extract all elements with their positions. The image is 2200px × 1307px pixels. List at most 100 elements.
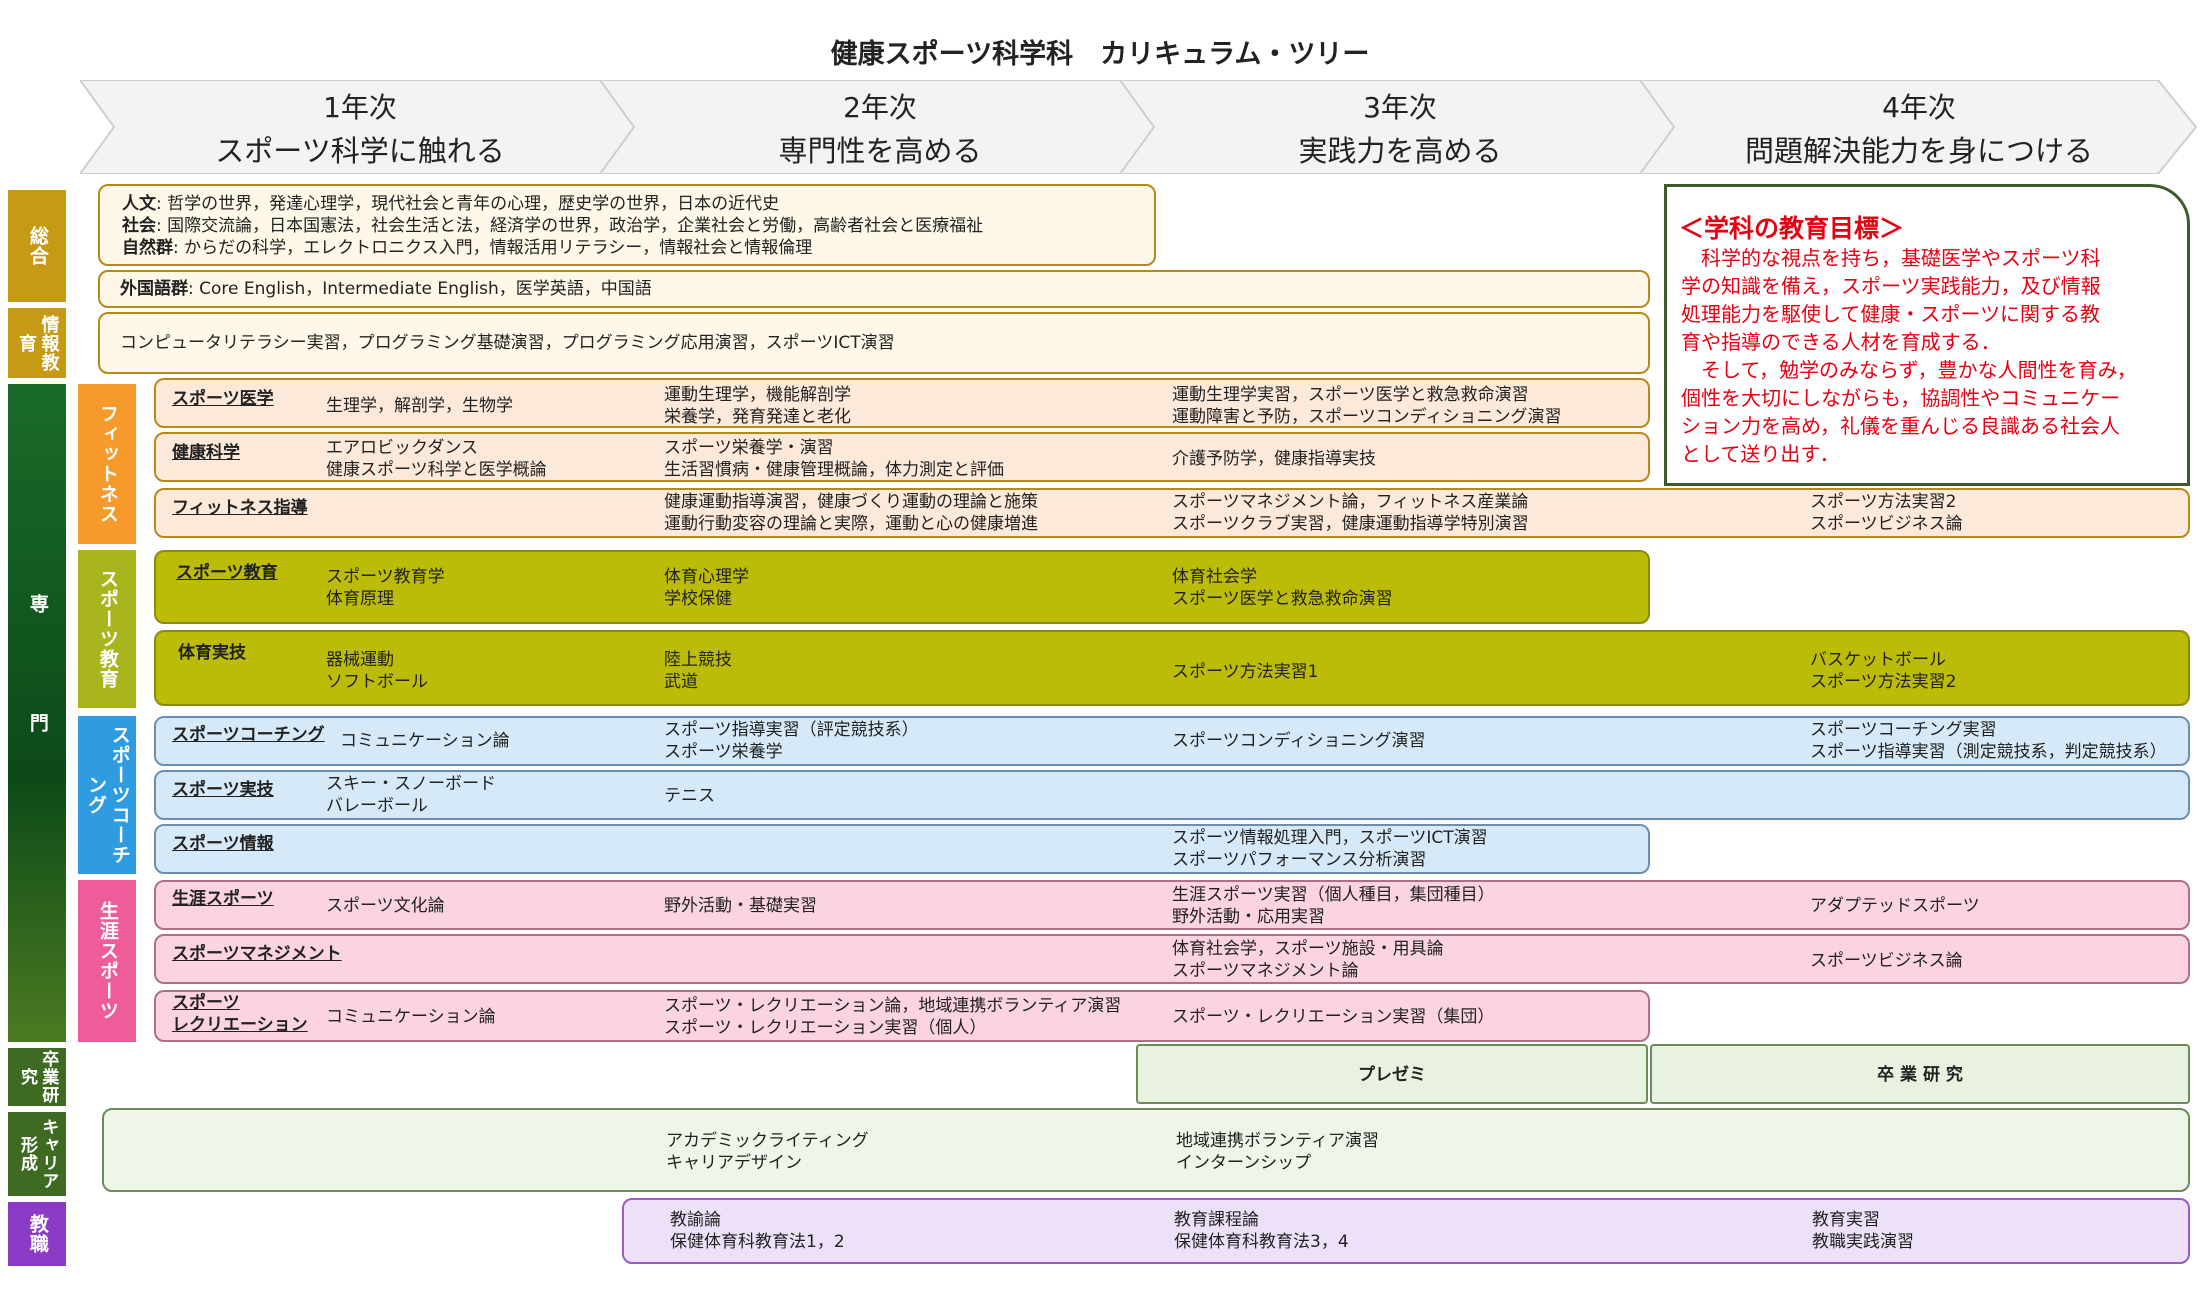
social-head: 社会 [122, 216, 156, 236]
course-text: スポーツ・レクリエーション実習（集団） [1172, 1007, 1495, 1027]
foreign-language-box: 外国語群: Core English，Intermediate English，… [98, 270, 1650, 308]
year-chevron-4: 4年次 問題解決能力を身につける [1640, 80, 2198, 174]
course-text: 運動障害と予防，スポーツコンディショニング演習 [1172, 407, 1562, 427]
year-goal: 実践力を高める [1298, 134, 1502, 168]
course-text: エアロビックダンス [326, 438, 478, 458]
course-text: 体育心理学 [664, 567, 749, 587]
sub-label-sports-edu: スポーツ教育 [78, 550, 136, 708]
course-text: 生涯スポーツ実習（個人種目，集団種目） [1172, 885, 1495, 905]
category-label: 健康科学 [172, 443, 240, 463]
category-label: スポーツマネジメント [172, 944, 342, 964]
course-text: 体育原理 [326, 589, 394, 609]
course-text: 健康運動指導演習，健康づくり運動の理論と施策 [664, 492, 1038, 512]
page-title: 健康スポーツ科学科 カリキュラム・ツリー [830, 39, 1370, 70]
teaching-course: 保健体育科教育法1，2 [670, 1232, 845, 1252]
course-text: 野外活動・基礎実習 [664, 896, 817, 916]
course-text: スポーツビジネス論 [1810, 514, 1963, 534]
career-course: インターンシップ [1176, 1153, 1312, 1173]
goal-heading: ＜学科の教育目標＞ [1679, 214, 1905, 243]
humanities-head: 人文 [122, 194, 156, 214]
teaching-course: 教職実践演習 [1812, 1232, 1914, 1252]
course-text: 陸上競技 [664, 650, 732, 670]
career-course: 地域連携ボランティア演習 [1176, 1131, 1379, 1151]
category-label: スポーツ医学 [172, 389, 274, 409]
nature-courses: : からだの科学，エレクトロニクス入門，情報活用リテラシー，情報社会と情報倫理 [173, 238, 813, 258]
category-label: 体育実技 [178, 643, 246, 663]
course-text: スポーツ医学と救急救命演習 [1172, 589, 1393, 609]
goal-line: そして，勉学のみならず，豊かな人間性を育み， [1681, 358, 2137, 382]
course-text: テニス [664, 786, 715, 806]
course-text: スポーツ・レクリエーション実習（個人） [664, 1018, 987, 1038]
course-text: 学校保健 [664, 589, 732, 609]
category-label: 生涯スポーツ [172, 889, 274, 909]
course-text: スポーツ指導実習（測定競技系，判定競技系） [1810, 742, 2167, 762]
course-text: スポーツ・レクリエーション論，地域連携ボランティア演習 [664, 996, 1122, 1016]
row-pe-practical [154, 630, 2190, 706]
graduation-thesis-label: 卒 業 研 究 [1877, 1065, 1963, 1085]
course-text: スポーツクラブ実習，健康運動指導学特別演習 [1172, 514, 1529, 534]
course-text: スポーツ文化論 [326, 896, 445, 916]
course-text: 運動行動変容の理論と実際，運動と心の健康増進 [664, 514, 1038, 534]
year-chevron-2: 2年次 専門性を高める [600, 80, 1160, 174]
year-goal: 専門性を高める [778, 134, 982, 168]
goal-line: 育や指導のできる人材を育成する． [1681, 330, 2001, 354]
category-label: スポーツ [172, 993, 240, 1013]
course-text: バスケットボール [1810, 650, 1946, 670]
course-text: スポーツビジネス論 [1810, 951, 1963, 971]
course-text: コミュニケーション論 [326, 1007, 496, 1027]
teaching-course: 教育実習 [1812, 1210, 1880, 1230]
info-education-box: コンピュータリテラシー実習，プログラミング基礎演習，プログラミング応用演習，スポ… [98, 312, 1650, 374]
course-text: スポーツ情報処理入門，スポーツICT演習 [1172, 828, 1488, 848]
sub-label-fitness: フィットネス [78, 384, 136, 544]
career-course: アカデミックライティング [666, 1131, 869, 1151]
category-label: スポーツ実技 [172, 780, 274, 800]
row-sports-info [154, 824, 1650, 874]
course-text: 健康スポーツ科学と医学概論 [326, 460, 547, 480]
side-label-kyoshoku: 教職 [8, 1202, 66, 1266]
course-text: スポーツ栄養学・演習 [664, 438, 834, 458]
row-sports-education [154, 550, 1650, 624]
sub-label-coaching: スポーツコーチング [78, 716, 136, 874]
course-text: スポーツコンディショニング演習 [1172, 731, 1426, 751]
year-label: 3年次 [1363, 91, 1437, 124]
education-goal-box: ＜学科の教育目標＞ 科学的な視点を持ち，基礎医学やスポーツ科 学の知識を備え，ス… [1664, 184, 2190, 486]
course-text: 体育社会学，スポーツ施設・用具論 [1172, 939, 1444, 959]
course-text: スポーツコーチング実習 [1810, 720, 1997, 740]
year-goal: スポーツ科学に触れる [215, 134, 505, 168]
side-label-career: キャリア形成 [8, 1112, 66, 1196]
course-text: 武道 [664, 672, 698, 692]
pre-seminar-label: プレゼミ [1358, 1065, 1426, 1085]
category-label: スポーツコーチング [172, 725, 325, 745]
side-label-sotsugyo: 卒業研究 [8, 1048, 66, 1106]
year-label: 1年次 [323, 91, 397, 124]
row-lifelong-sports [154, 880, 2190, 930]
course-text: 器械運動 [326, 650, 394, 670]
sub-label-lifelong: 生涯スポーツ [78, 880, 136, 1042]
goal-line: 学の知識を備え，スポーツ実践能力，及び情報 [1681, 274, 2101, 298]
row-sports-medicine [154, 378, 1650, 428]
course-text: ソフトボール [326, 672, 428, 692]
year-label: 4年次 [1882, 91, 1956, 124]
course-text: 体育社会学 [1172, 567, 1257, 587]
course-text: スポーツ方法実習1 [1172, 662, 1319, 682]
course-text: スポーツ栄養学 [664, 742, 783, 762]
year-goal: 問題解決能力を身につける [1744, 134, 2093, 168]
pre-seminar-box: プレゼミ [1136, 1044, 1648, 1104]
foreign-courses: : Core English，Intermediate English，医学英語… [188, 279, 652, 299]
goal-line: ション力を高め，礼儀を重んじる良識ある社会人 [1681, 414, 2120, 438]
info-courses: コンピュータリテラシー実習，プログラミング基礎演習，プログラミング応用演習，スポ… [120, 333, 895, 353]
side-label-sogo: 総合 [8, 190, 66, 302]
course-text: スポーツマネジメント論 [1172, 961, 1359, 981]
course-text: スポーツ指導実習（評定競技系） [664, 720, 919, 740]
graduation-thesis-box: 卒 業 研 究 [1650, 1044, 2190, 1104]
row-sports-practical [154, 770, 2190, 820]
nature-head: 自然群 [122, 238, 173, 258]
teaching-course: 教育課程論 [1174, 1210, 1259, 1230]
career-box: アカデミックライティング キャリアデザイン 地域連携ボランティア演習 インターン… [102, 1108, 2190, 1192]
course-text: スポーツパフォーマンス分析演習 [1172, 850, 1427, 870]
course-text: 介護予防学，健康指導実技 [1172, 449, 1376, 469]
teaching-box: 教諭論 保健体育科教育法1，2 教育課程論 保健体育科教育法3，4 教育実習 教… [622, 1198, 2190, 1264]
row-health-science [154, 432, 1650, 482]
goal-line: 個性を大切にしながらも，協調性やコミュニケー [1681, 386, 2121, 410]
teaching-course: 教諭論 [670, 1210, 721, 1230]
